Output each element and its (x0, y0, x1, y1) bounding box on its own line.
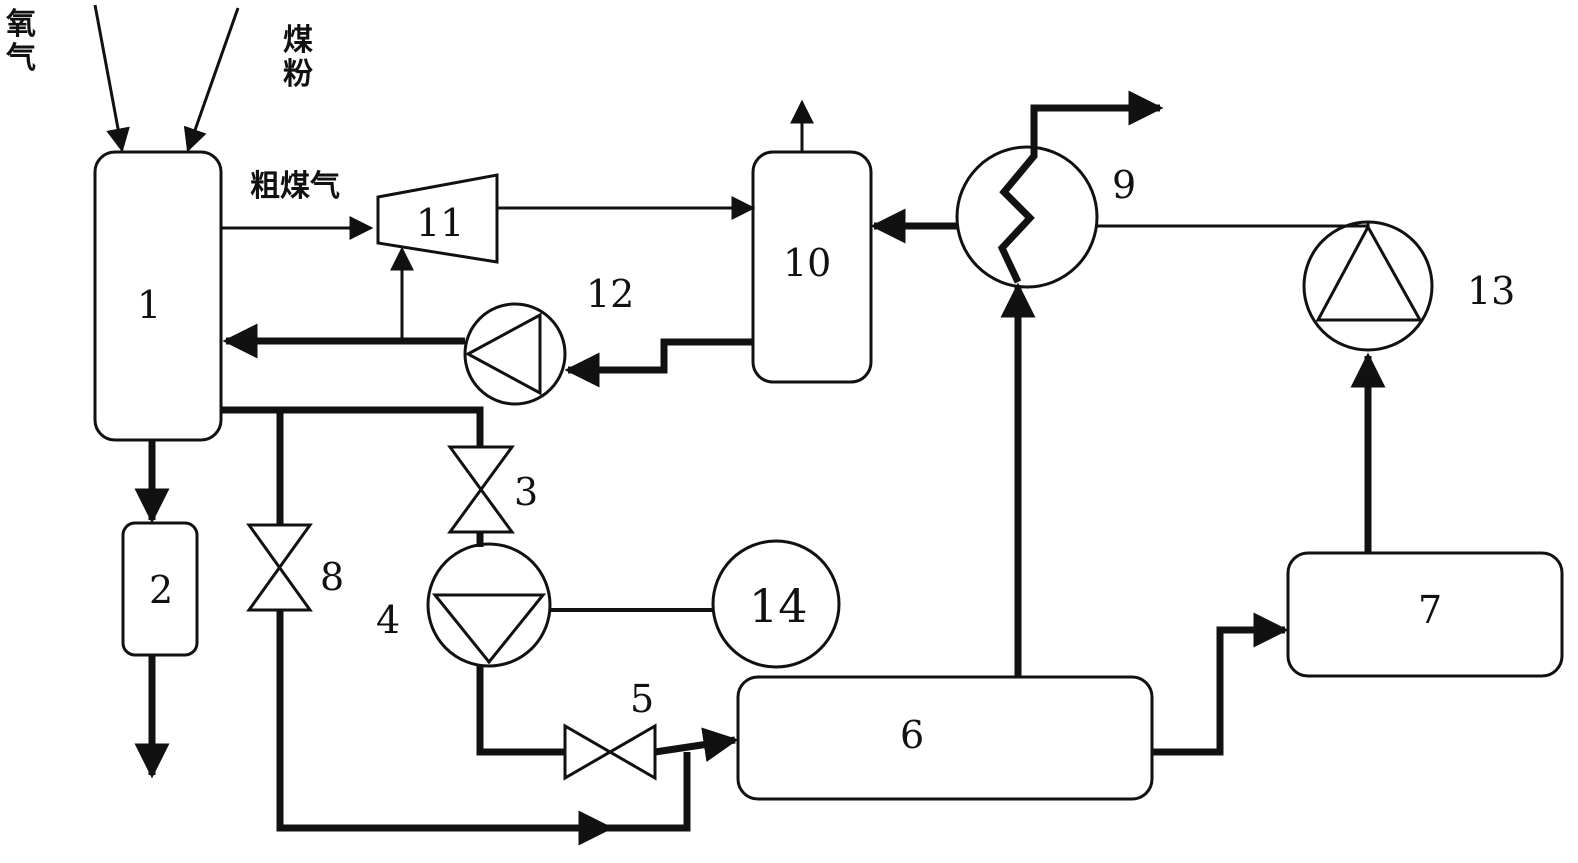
line-6-to-7 (1152, 612, 1289, 756)
expander-11 (376, 173, 499, 264)
pump-12 (463, 302, 567, 406)
coal-label-char1: 煤 (283, 23, 313, 58)
line-4-to-5 (476, 666, 565, 756)
vessel-10 (751, 150, 873, 384)
pump-13-triangle (1315, 223, 1423, 322)
valve-5 (563, 723, 657, 781)
valve-3 (447, 445, 515, 534)
coal-label-char2: 粉 (283, 57, 313, 92)
line-5-to-6 (654, 727, 739, 762)
unit-label-3: 3 (514, 470, 538, 514)
unit-label-1: 1 (137, 283, 161, 327)
line-1-to-3 (221, 406, 484, 447)
pump-4 (426, 542, 552, 668)
unit-label-8: 8 (320, 555, 344, 599)
pump-12-triangle (464, 312, 542, 396)
pump-4-triangle (431, 593, 547, 665)
unit-label-9: 9 (1112, 163, 1136, 207)
crude-gas-label: 粗煤气 (250, 169, 340, 204)
oxygen-label-char2: 气 (6, 41, 36, 76)
vessel-6 (736, 675, 1154, 801)
unit-label-12: 12 (586, 272, 634, 316)
unit-14 (711, 539, 841, 669)
heat-exchanger-9-coil (997, 90, 1164, 284)
line-8-to-6 (276, 610, 614, 846)
unit-label-10: 10 (783, 241, 831, 285)
valve-8 (246, 523, 313, 612)
line-bypass-up (600, 752, 691, 832)
unit-label-2: 2 (149, 568, 173, 612)
oxygen-feed-line (93, 4, 130, 153)
unit-label-11: 11 (416, 201, 464, 245)
unit-label-4: 4 (376, 598, 400, 642)
line-10-to-12 (564, 338, 753, 388)
line-9-to-13 (1097, 222, 1370, 228)
unit-label-6: 6 (900, 713, 924, 757)
coal-feed-line (183, 7, 240, 153)
pump-13 (1302, 220, 1434, 352)
oxygen-label-char1: 氧 (6, 7, 36, 42)
unit-label-5: 5 (630, 677, 654, 721)
gasifier-1 (93, 150, 223, 442)
unit-label-14: 14 (749, 579, 808, 633)
unit-label-13: 13 (1467, 269, 1515, 313)
unit-label-7: 7 (1418, 588, 1442, 632)
